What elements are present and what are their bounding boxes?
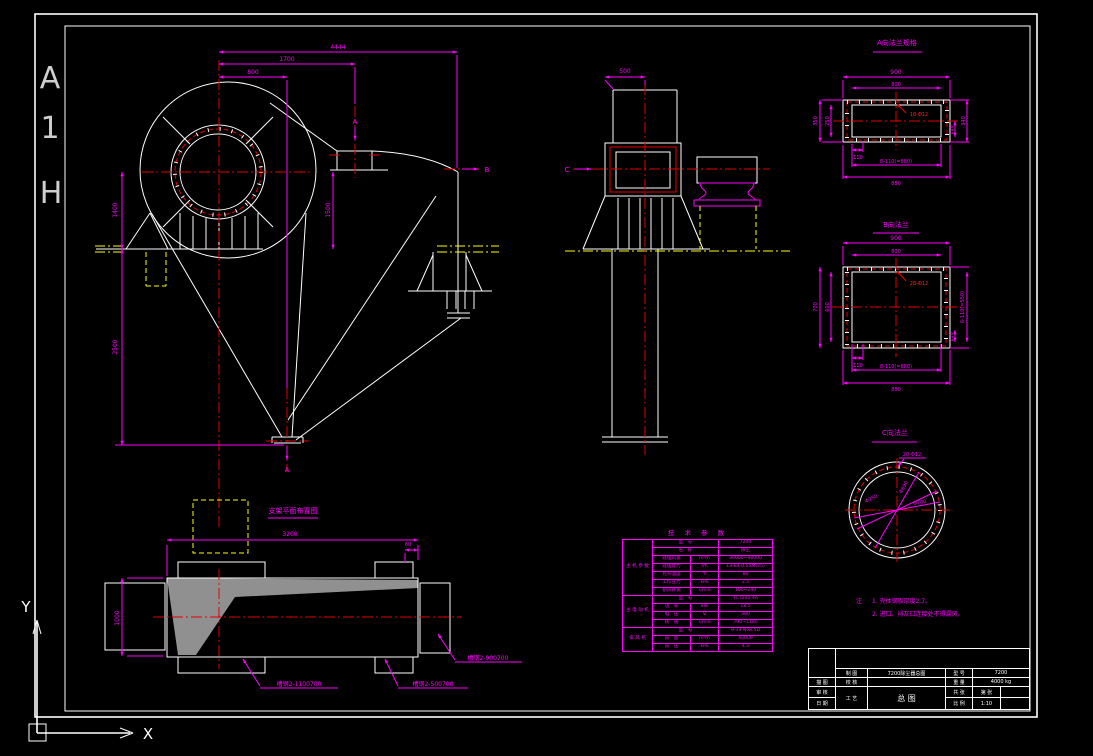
ucs-x-label: X (143, 725, 153, 743)
frame-zone-h: H (40, 176, 63, 211)
label-scale: 比 例 (945, 697, 973, 710)
flange-c-dia1: Φ750 (864, 494, 879, 505)
flange-a-pitch: 8-110(=880) (880, 159, 912, 165)
dim-overall: 4444 (330, 44, 345, 51)
plan-title: 支架平面布置图 (269, 506, 318, 515)
flange-c-holes: 20-Φ12 (903, 452, 921, 458)
note-line-1: 1. 壳体钢板厚度2.7。 (872, 598, 932, 605)
flange-b-600: 600 (825, 302, 831, 312)
section-c-label: C (565, 166, 570, 174)
dim-60: 60 (405, 542, 411, 548)
dim-center: 1500 (325, 202, 332, 217)
flange-b-110r: 110 (949, 332, 955, 342)
flange-b-title: B向法兰 (883, 220, 909, 229)
flange-a-250: 250 (825, 116, 831, 126)
flange-a-110r: 110 (949, 125, 955, 135)
flange-b-view: B向法兰 28-Φ12 900 800 700 600 6-110(=550) … (813, 220, 969, 393)
flange-a-800: 800 (891, 82, 901, 88)
section-a-bottom-label: A (285, 466, 290, 474)
flange-c-title: C向法兰 (882, 428, 908, 437)
flange-c-view: C向法兰 20-Φ12 Φ750 Φ690 Φ700 (845, 428, 950, 562)
title-block-cell (808, 648, 836, 678)
drawing-frame: A 1 H (34, 13, 1038, 718)
flange-b-700: 700 (813, 302, 819, 312)
note-mark: 注 (856, 598, 863, 605)
flange-b-900: 900 (890, 235, 902, 242)
group-label: 排 风 机 (622, 627, 653, 652)
flange-a-350: 350 (813, 116, 819, 126)
dim-mid: 1700 (279, 56, 294, 63)
front-view (95, 60, 499, 528)
flange-b-pitch: 8-110(=880) (880, 364, 912, 370)
flange-b-800: 800 (891, 249, 901, 255)
side-view (565, 84, 790, 455)
ucs-icon: Y X (20, 598, 153, 743)
flange-a-880: 880 (891, 181, 901, 187)
side-view-dimensions: 500 C (565, 68, 646, 174)
section-a-top-label: A (353, 118, 358, 126)
note-line-2: 2. 进口、排灰口连接处不得漏风。 (872, 611, 964, 618)
flange-b-110b: 110 (853, 363, 863, 369)
plan-view-dimensions: 支架平面布置图 3200 60 1000 槽钢2-1100700 槽钢2-500… (114, 506, 522, 689)
tech-table-title: 技 术 参 数 (667, 529, 729, 537)
flange-a-title: A向法兰规格 (877, 38, 917, 47)
dim-3200: 3200 (282, 531, 297, 538)
flange-b-holes: 28-Φ12 (910, 281, 928, 287)
ucs-y-label: Y (20, 598, 31, 616)
flange-a-110b: 110 (853, 155, 863, 161)
plan-leader-1: 槽钢2-1100700 (277, 680, 322, 688)
sheet-name: 总 图 (867, 686, 946, 710)
dim-left-upper: 1400 (112, 202, 119, 217)
plan-view (104, 499, 462, 674)
flange-c-dia3: Φ700 (913, 499, 927, 507)
flange-c-dia2: Φ690 (898, 480, 910, 495)
plan-leader-2: 槽钢2-500700 (413, 680, 454, 688)
flange-a-900: 900 (890, 69, 902, 76)
flange-a-340: 340 (961, 116, 967, 126)
group-label: 主 机 参 数 (622, 539, 653, 596)
label-date: 日 期 (808, 697, 836, 710)
dim-left-lower: 2500 (112, 339, 119, 354)
title-block-cell (835, 648, 1030, 669)
section-b-label: B (485, 166, 490, 174)
group-label: 主 电 动 机 (622, 595, 653, 628)
frame-zone-a: A (40, 61, 61, 96)
flange-b-880: 880 (891, 387, 901, 393)
title-block-cell (1000, 697, 1030, 710)
notes: 注 1. 壳体钢板厚度2.7。 2. 进口、排灰口连接处不得漏风。 (854, 595, 1029, 621)
value-scale: 1:10 (972, 697, 1001, 710)
frame-zone-1: 1 (40, 111, 59, 146)
flange-a-view: A向法兰规格 18-Φ12 900 800 350 250 110 340 11… (813, 38, 969, 187)
dim-500: 500 (619, 68, 631, 75)
label-process: 工 艺 (835, 686, 868, 710)
plan-leader-3: 槽钢2-900700 (468, 654, 509, 662)
flange-a-holes: 18-Φ12 (910, 112, 928, 118)
dim-1000: 1000 (114, 610, 121, 625)
flange-b-side-pitch: 6-110(=550) (960, 291, 966, 323)
dim-inner: 800 (247, 69, 259, 76)
front-view-dimensions: 4444 1700 800 1400 2500 1500 A A B (112, 44, 490, 474)
